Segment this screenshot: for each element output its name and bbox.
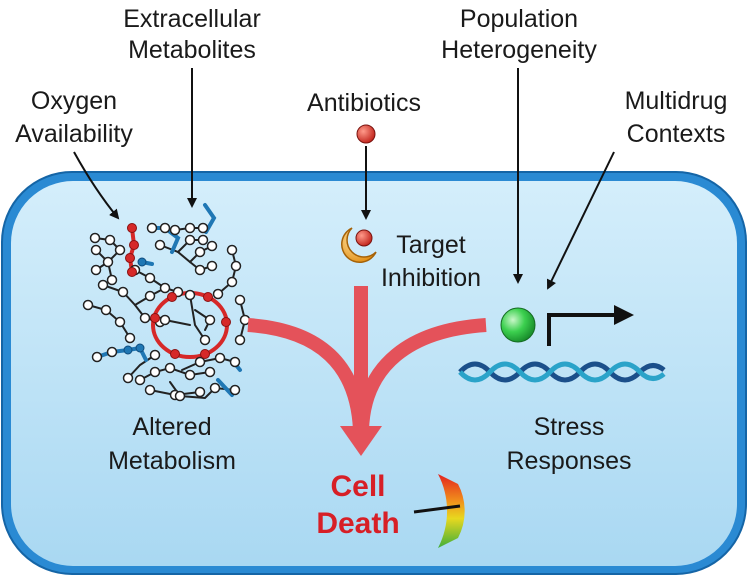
label-oxygen-line1: Oxygen [31, 87, 117, 115]
death-flow-arrow [247, 286, 487, 431]
transcription-arrowhead [614, 305, 634, 325]
label-oxygen-line2: Availability [15, 120, 133, 148]
label-target-line2: Inhibition [381, 264, 481, 292]
transcription-arrow-icon [547, 313, 618, 346]
label-multidrug-line2: Contexts [627, 120, 726, 148]
label-population-line2: Heterogeneity [441, 36, 597, 64]
gauge-needle [413, 504, 461, 514]
target-protein-icon [341, 227, 377, 263]
death-gauge-icon [413, 474, 465, 548]
promoter-activator-icon [500, 307, 536, 343]
input-arrows [73, 68, 615, 290]
label-extracellular-line2: Metabolites [128, 36, 256, 64]
metabolic-network-icon [82, 203, 251, 402]
dna-helix-icon [458, 361, 666, 383]
label-antibiotics: Antibiotics [307, 89, 421, 117]
label-target-line1: Target [396, 231, 466, 259]
antibiotic-molecule-icon [356, 124, 376, 144]
label-cell-death-line2: Death [316, 507, 399, 540]
label-stress-line2: Responses [506, 447, 631, 475]
multidrug-arrow [546, 151, 615, 290]
death-flow-arrowhead [340, 426, 382, 456]
label-altered-line1: Altered [132, 413, 211, 441]
label-stress-line1: Stress [534, 413, 605, 441]
label-cell-death-line1: Cell [330, 470, 385, 503]
label-extracellular-line1: Extracellular [123, 5, 261, 33]
label-population-line1: Population [460, 5, 578, 33]
label-multidrug-line1: Multidrug [625, 87, 728, 115]
oxygen-arrow [73, 151, 120, 220]
label-altered-line2: Metabolism [108, 447, 236, 475]
